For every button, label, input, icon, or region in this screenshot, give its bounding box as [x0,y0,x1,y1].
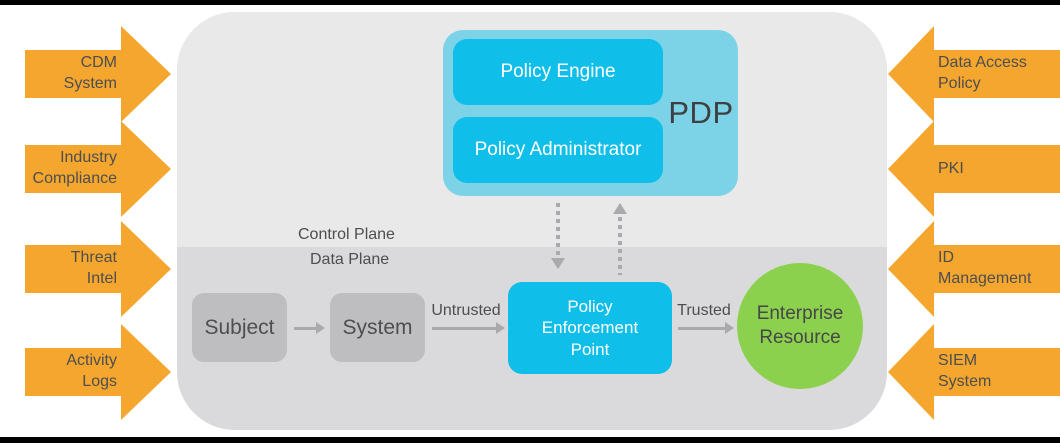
arrow-body: Threat Intel [25,245,121,293]
dotted-arrow-up-line [618,217,622,275]
enterprise-resource-circle: Enterprise Resource [737,263,863,389]
arrow-head-icon [121,26,171,122]
arrow-body: SIEM System [934,348,1060,396]
input-arrow-label: SIEM System [938,352,992,390]
policy-administrator-box: Policy Administrator [453,117,663,183]
input-arrow-industry-compliance: Industry Compliance [25,121,171,217]
arrow-head-icon [121,221,171,317]
system-box: System [330,293,425,362]
input-arrow-siem-system: SIEM System [888,324,1060,420]
input-arrow-id-management: ID Management [888,221,1060,317]
control-plane-label: Control Plane [298,226,395,243]
top-border-bar [0,0,1060,5]
subject-box: Subject [192,293,287,362]
arrow-body: Data Access Policy [934,50,1060,98]
arrow-head-icon [121,121,171,217]
input-arrow-label: Activity Logs [66,352,117,390]
input-arrow-label: Industry Compliance [32,149,117,187]
arrow-body: Activity Logs [25,348,121,396]
subject-to-system-arrow-line [294,327,316,330]
policy-enforcement-point-box: Policy Enforcement Point [508,282,672,374]
arrow-head-icon [888,324,934,420]
arrow-body: ID Management [934,245,1060,293]
input-arrow-cdm-system: CDM System [25,26,171,122]
input-arrow-data-access-policy: Data Access Policy [888,26,1060,122]
dotted-arrow-down-head-icon [551,258,565,269]
arrow-head-icon [121,324,171,420]
pdp-label: PDP [668,95,734,130]
input-arrow-pki: PKI [888,121,1060,217]
input-arrow-label: Data Access Policy [938,54,1027,92]
untrusted-label: Untrusted [431,302,501,319]
pdp-container: Policy Engine Policy Administrator PDP [443,30,738,196]
input-arrow-label: ID Management [938,249,1032,287]
bottom-border-bar [0,437,1060,443]
arrow-body: PKI [934,145,1060,193]
arrow-head-icon [888,26,934,122]
dotted-arrow-up-head-icon [613,203,627,214]
arrow-body: CDM System [25,50,121,98]
trusted-arrow-head-icon [725,322,734,334]
trusted-label: Trusted [677,302,731,319]
untrusted-arrow-line [432,327,496,330]
policy-engine-box: Policy Engine [453,39,663,105]
input-arrow-threat-intel: Threat Intel [25,221,171,317]
arrow-body: Industry Compliance [25,145,121,193]
subject-to-system-arrow-head-icon [316,322,325,334]
input-arrow-label: Threat Intel [70,249,117,287]
trusted-arrow-line [678,327,725,330]
arrow-head-icon [888,121,934,217]
dotted-arrow-down-line [556,203,560,258]
data-plane-label: Data Plane [310,251,390,268]
input-arrow-label: CDM System [63,54,117,92]
untrusted-arrow-head-icon [496,322,505,334]
input-arrow-label: PKI [938,159,964,177]
input-arrow-activity-logs: Activity Logs [25,324,171,420]
arrow-head-icon [888,221,934,317]
